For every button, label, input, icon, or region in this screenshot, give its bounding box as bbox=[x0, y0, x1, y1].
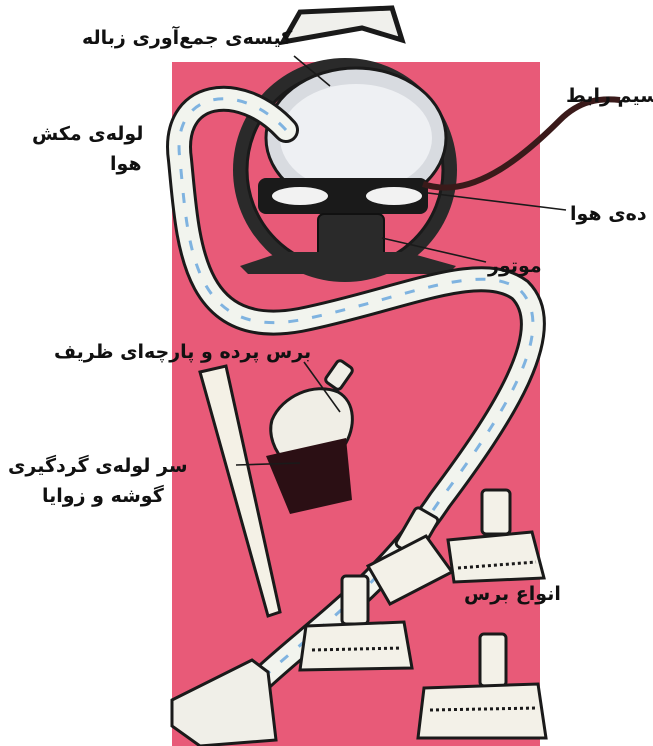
label-power-cord: سیم رابط bbox=[566, 84, 653, 108]
label-curtain-brush: برس پرده و پارچه‌ای ظریف bbox=[54, 340, 311, 364]
label-suction-hose-line1: لوله‌ی مکش bbox=[32, 122, 143, 146]
label-suction-hose-line2: هوا bbox=[110, 152, 142, 176]
label-air-outlet: ده‌ی هوا bbox=[570, 202, 647, 226]
label-brush-types: انواع برس bbox=[464, 582, 561, 606]
label-dust-bag: کیسه‌ی جمع‌آوری زباله bbox=[82, 26, 292, 50]
label-motor: موتور bbox=[488, 254, 542, 278]
label-crevice-tool-line2: گوشه و زوایا bbox=[42, 484, 164, 508]
label-crevice-tool-line1: سر لوله‌ی گردگیری bbox=[8, 454, 188, 478]
